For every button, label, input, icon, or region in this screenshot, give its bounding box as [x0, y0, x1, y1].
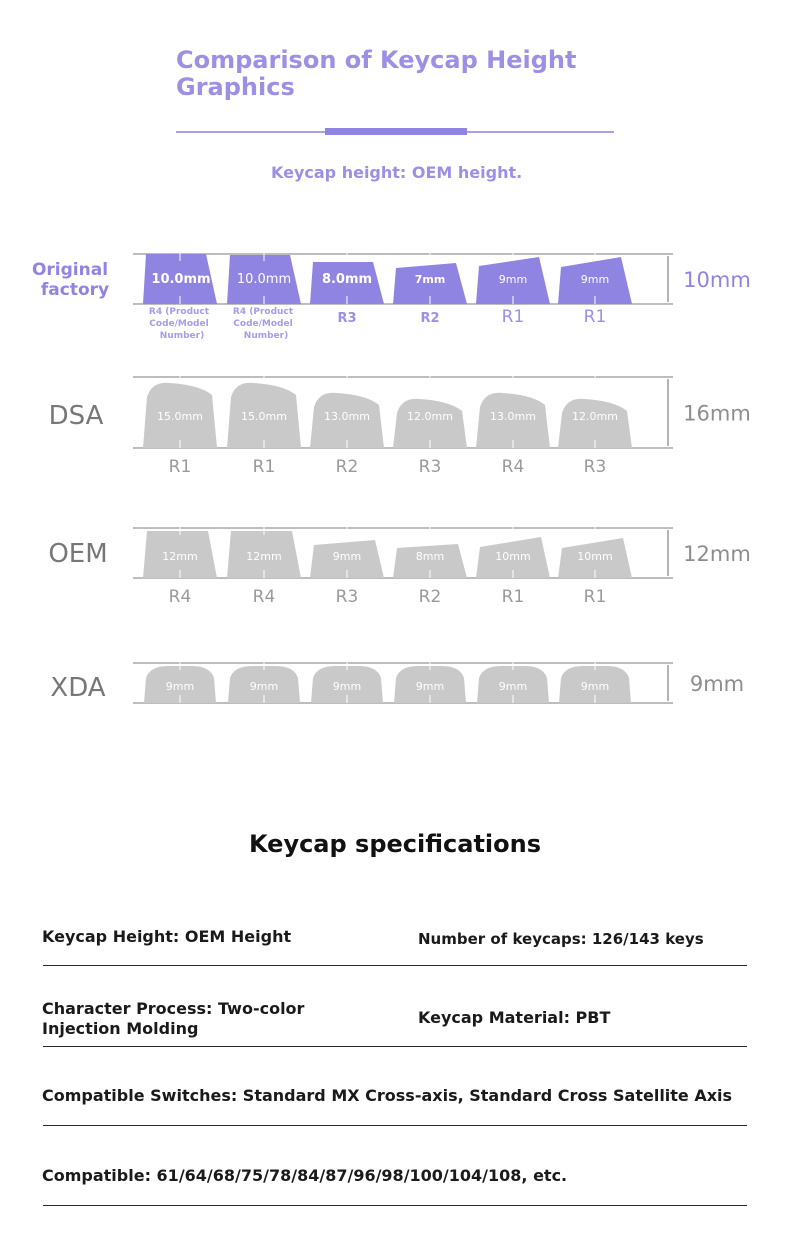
- keycap-row-code: R3: [584, 457, 607, 477]
- keycap-profile: [143, 254, 217, 304]
- keycap-profile: [310, 262, 384, 304]
- page-title: Comparison of Keycap Height Graphics: [176, 46, 577, 101]
- keycap-profile: [227, 531, 301, 578]
- keycap-profile: [143, 531, 217, 578]
- keycap-profile: [143, 382, 217, 448]
- keycap-row-code: R3: [337, 311, 356, 326]
- keycap-height-label: 9mm: [499, 680, 527, 693]
- keycap-profile: [393, 398, 467, 448]
- row-label: OEM: [48, 539, 107, 569]
- keycap-row-code: R1: [169, 457, 192, 477]
- keycap-row-code: R3: [336, 587, 359, 607]
- row-total-height: 16mm: [683, 402, 751, 426]
- keycap-row-code: R1: [502, 307, 525, 327]
- spec-divider: [43, 1125, 747, 1126]
- keycap-profile: [310, 392, 384, 448]
- spec-keycap-height: Keycap Height: OEM Height: [42, 927, 292, 946]
- keycap-height-label: 9mm: [333, 550, 361, 563]
- page-subtitle: Keycap height: OEM height.: [271, 163, 523, 182]
- keycap-profile: [558, 398, 632, 448]
- row-label-line2: factory: [41, 280, 109, 300]
- row-total-height: 10mm: [683, 268, 751, 292]
- row-label: Original: [32, 260, 108, 280]
- title-divider-accent: [325, 128, 467, 135]
- keycap-height-label: 12mm: [162, 550, 197, 563]
- keycap-row-code: R1: [584, 307, 607, 327]
- keycap-height-label: 9mm: [166, 680, 194, 693]
- keycap-row-code: R1: [253, 457, 276, 477]
- keycap-profile: [558, 538, 632, 578]
- keycap-row-code: R1: [584, 587, 607, 607]
- keycap-row-code: R4 (Product: [233, 307, 294, 317]
- spec-keycap-count: Number of keycaps: 126/143 keys: [418, 930, 704, 948]
- keycap-profile: [144, 666, 216, 703]
- spec-compatible-layouts: Compatible: 61/64/68/75/78/84/87/96/98/1…: [42, 1166, 568, 1185]
- row-total-height: 12mm: [683, 542, 751, 566]
- keycap-row-code: R3: [419, 457, 442, 477]
- keycap-height-label: 12mm: [246, 550, 281, 563]
- keycap-profile: [558, 257, 632, 304]
- keycap-height-label: 13.0mm: [324, 410, 370, 423]
- keycap-height-label: 9mm: [250, 680, 278, 693]
- keycap-profile: [310, 540, 384, 578]
- keycap-height-label: 10mm: [495, 550, 530, 563]
- keycap-height-label: 10mm: [577, 550, 612, 563]
- spec-material: Keycap Material: PBT: [418, 1008, 611, 1027]
- spec-divider: [43, 965, 747, 966]
- row-total-height: 9mm: [690, 672, 744, 696]
- keycap-profile: [227, 382, 301, 448]
- keycap-row-code-line: Number): [244, 331, 288, 341]
- keycap-height-label: 12.0mm: [407, 410, 453, 423]
- spec-divider: [43, 1205, 747, 1206]
- keycap-row-code-line: Code/Model: [149, 319, 208, 329]
- keycap-row-code: R2: [420, 311, 439, 326]
- spec-character-process: Character Process: Two-color Injection M…: [42, 999, 305, 1038]
- keycap-height-label: 9mm: [499, 273, 527, 286]
- keycap-height-label: 8.0mm: [322, 272, 372, 287]
- keycap-row-code-line: Code/Model: [233, 319, 292, 329]
- keycap-profile: [393, 544, 467, 578]
- keycap-row-code: R4: [169, 587, 192, 607]
- keycap-row-code: R4 (Product: [149, 307, 210, 317]
- keycap-row-code: R4: [502, 457, 525, 477]
- keycap-row-code: R2: [419, 587, 442, 607]
- keycap-row-code: R1: [502, 587, 525, 607]
- keycap-height-label: 12.0mm: [572, 410, 618, 423]
- keycap-profile: [476, 537, 550, 578]
- row-label: DSA: [49, 401, 104, 431]
- keycap-height-label: 9mm: [333, 680, 361, 693]
- keycap-height-label: 9mm: [581, 680, 609, 693]
- row-label: XDA: [50, 673, 105, 703]
- spec-compatible-switches: Compatible Switches: Standard MX Cross-a…: [42, 1086, 733, 1105]
- keycap-height-label: 8mm: [416, 550, 444, 563]
- keycap-height-label: 9mm: [416, 680, 444, 693]
- keycap-profile: [228, 666, 300, 703]
- keycap-row-code: R2: [336, 457, 359, 477]
- keycap-profile: [477, 666, 549, 703]
- keycap-height-label: 9mm: [581, 273, 609, 286]
- keycap-profile: [393, 263, 467, 304]
- keycap-profile: [227, 255, 301, 304]
- keycap-height-label: 10.0mm: [237, 272, 291, 287]
- keycap-height-label: 10.0mm: [151, 272, 210, 287]
- keycap-profile: [559, 666, 631, 703]
- specs-title: Keycap specifications: [248, 830, 542, 858]
- keycap-row-code: R4: [253, 587, 276, 607]
- keycap-profile: [311, 666, 383, 703]
- keycap-row-code-line: Number): [160, 331, 204, 341]
- keycap-profile: [476, 392, 550, 448]
- keycap-height-label: 13.0mm: [490, 410, 536, 423]
- keycap-height-label: 7mm: [415, 273, 446, 286]
- keycap-height-label: 15.0mm: [157, 410, 203, 423]
- spec-divider: [43, 1046, 747, 1047]
- keycap-profile: [476, 257, 550, 304]
- keycap-profile: [394, 666, 466, 703]
- keycap-height-label: 15.0mm: [241, 410, 287, 423]
